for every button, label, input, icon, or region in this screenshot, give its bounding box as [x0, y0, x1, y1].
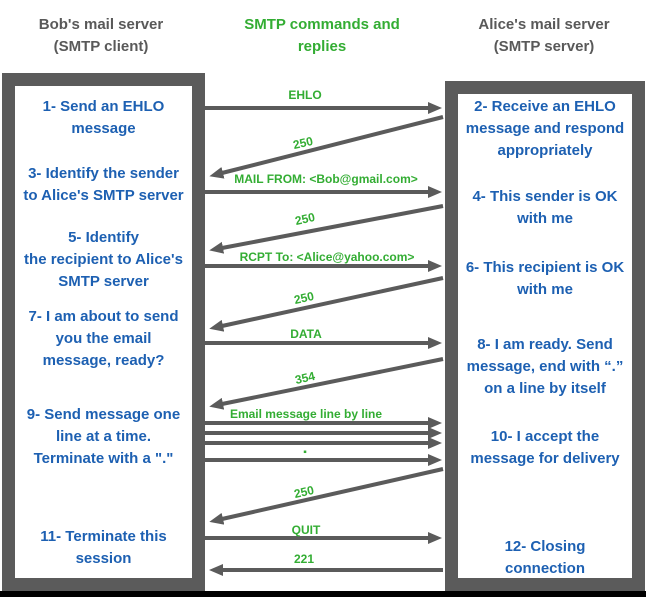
middle-column-header: SMTP commands and replies — [244, 16, 400, 55]
bottom-bar — [0, 591, 646, 597]
server-step-10: 10- I accept the message for delivery — [470, 428, 620, 467]
label-quit: QUIT — [291, 523, 321, 537]
client-box: 1- Send an EHLO message 3- Identify the … — [2, 73, 205, 591]
server-step-6: 6- This recipient is OK with me — [465, 259, 625, 298]
server-step-12: 12- Closing connection — [504, 538, 586, 577]
server-box: 2- Receive an EHLO message and respond a… — [445, 81, 645, 591]
label-reply-221: 221 — [293, 552, 315, 566]
client-step-7: 7- I am about to send you the email mess… — [28, 308, 179, 369]
server-step-4: 4- This sender is OK with me — [472, 188, 618, 227]
arrow-reply-250-1 — [209, 115, 444, 179]
client-column-header: Bob's mail server (SMTP client) — [38, 16, 164, 55]
client-step-1: 1- Send an EHLO message — [42, 98, 165, 137]
server-step-2: 2- Receive an EHLO message and respond a… — [465, 98, 625, 159]
client-step-3: 3- Identify the sender to Alice's SMTP s… — [23, 165, 184, 204]
arrow-reply-250-3 — [209, 276, 444, 332]
label-terminating-dot: ▪ — [303, 447, 307, 458]
label-ehlo: EHLO — [288, 88, 322, 102]
client-step-11: 11- Terminate this session — [40, 528, 167, 567]
label-rcpt-to: RCPT To: <Alice@yahoo.com> — [239, 250, 415, 264]
arrow-reply-354 — [209, 357, 444, 410]
server-column-header: Alice's mail server (SMTP server) — [478, 16, 610, 55]
label-email-lines: Email message line by line — [229, 407, 383, 421]
label-mail-from: MAIL FROM: <Bob@gmail.com> — [234, 172, 418, 186]
arrow-reply-250-2 — [209, 204, 444, 254]
client-step-5: 5- Identify the recipient to Alice's SMT… — [24, 229, 183, 290]
label-data: DATA — [290, 327, 322, 341]
client-step-9: 9- Send message one line at a time. Term… — [26, 406, 181, 467]
server-step-8: 8- I am ready. Send message, end with “.… — [466, 336, 624, 397]
arrow-reply-250-4 — [209, 467, 444, 525]
